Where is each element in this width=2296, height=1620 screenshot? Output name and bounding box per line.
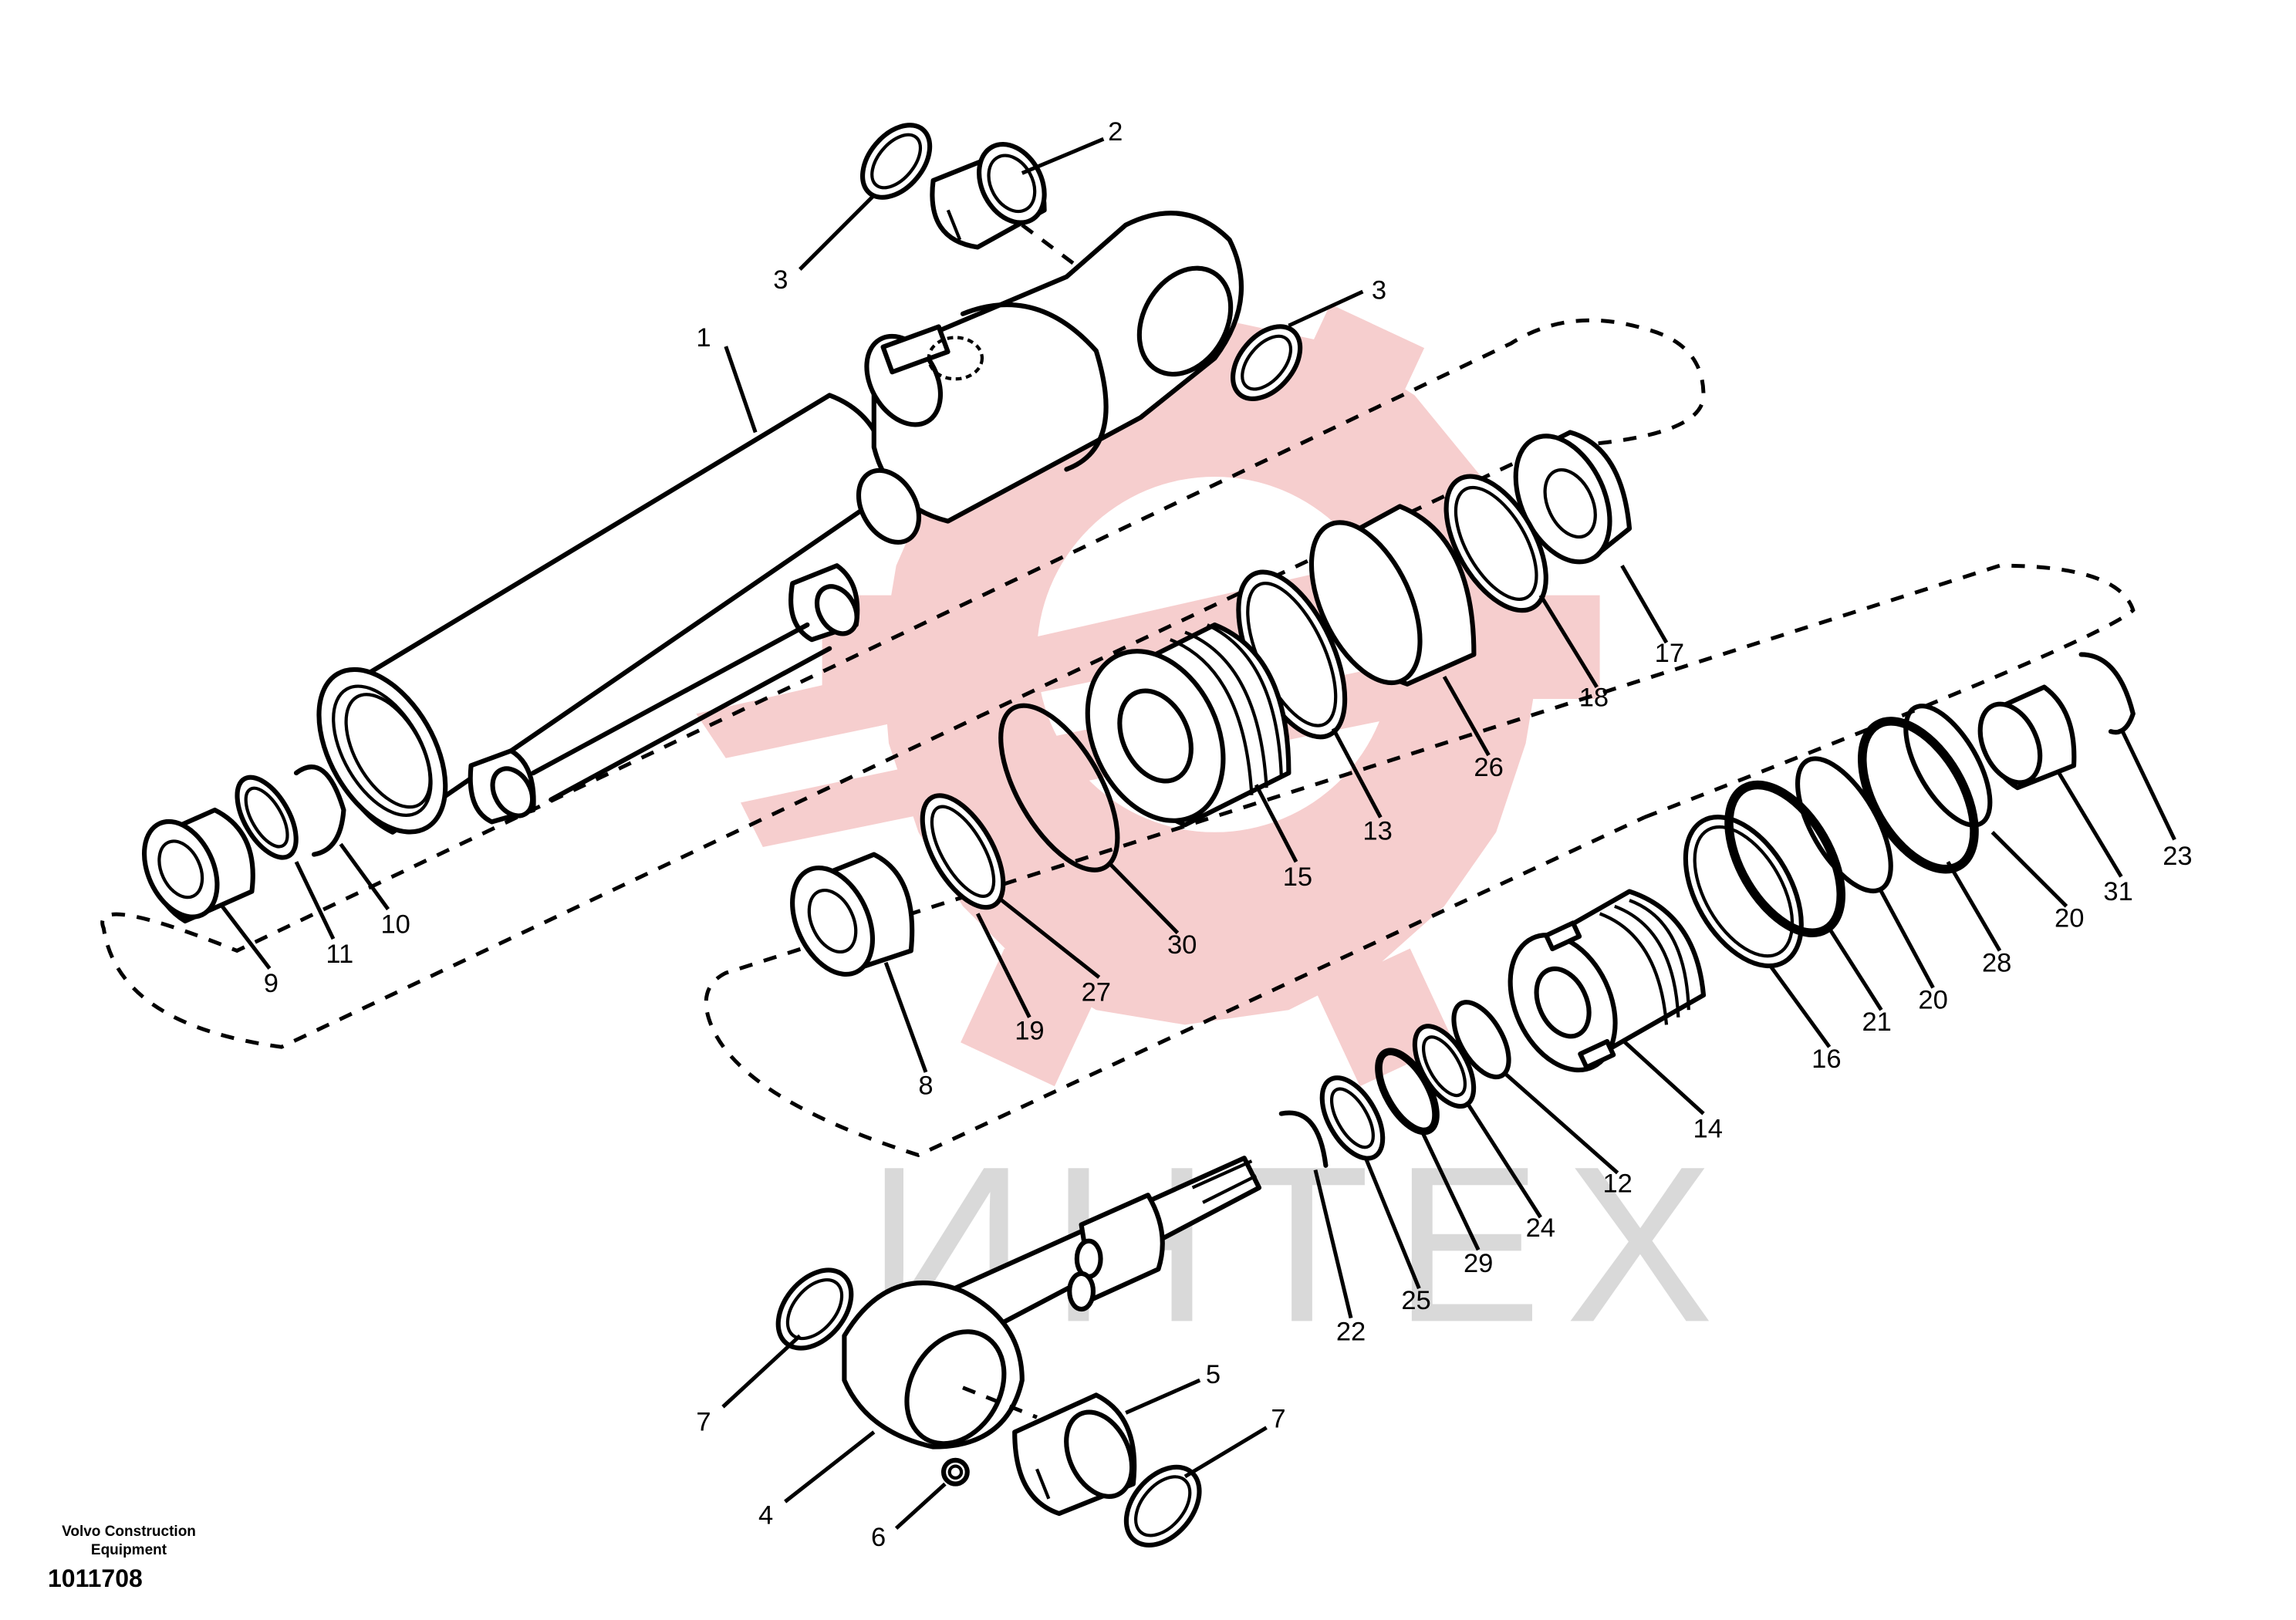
- callout-9: 9: [264, 969, 279, 998]
- callout-2: 2: [1108, 117, 1123, 147]
- part-14-cylinder-head: [1508, 889, 1707, 1073]
- leader-lines: [221, 137, 2176, 1531]
- part-30-o-ring: [998, 703, 1120, 872]
- part-8-bushing: [790, 852, 915, 977]
- part-5-bushing: [962, 1385, 1137, 1517]
- callout-21: 21: [1862, 1007, 1891, 1037]
- callout-20-a: 20: [1918, 985, 1947, 1014]
- part-4-piston-rod: [842, 1156, 1262, 1450]
- company-line-2: Equipment: [90, 1542, 167, 1558]
- part-1-cylinder-tube: [316, 211, 1244, 835]
- part-26-wear-ring: [1308, 504, 1477, 687]
- part-11-ring: [235, 775, 299, 860]
- part-6-grease-nipple: [940, 1457, 970, 1487]
- part-12-ring: [1451, 1000, 1511, 1080]
- seal-kit-outline-lower: [704, 563, 2136, 1158]
- callout-26: 26: [1474, 753, 1503, 782]
- part-23-snap-ring: [2078, 652, 2136, 735]
- part-9-bushing: [141, 807, 255, 924]
- callout-8: 8: [918, 1072, 933, 1101]
- part-20-ring-b: [1903, 704, 1993, 828]
- callout-17: 17: [1655, 639, 1684, 668]
- callout-6: 6: [871, 1523, 886, 1552]
- company-name: Volvo Construction Equipment: [48, 1523, 210, 1560]
- part-3-ring-left: [859, 123, 933, 200]
- callout-19: 19: [1015, 1017, 1044, 1046]
- callout-18: 18: [1579, 683, 1609, 713]
- part-10-snap-ring: [293, 764, 346, 857]
- part-22-snap-ring: [1278, 1110, 1329, 1168]
- part-31-bushing: [1977, 684, 2077, 791]
- company-line-1: Volvo Construction: [62, 1524, 196, 1540]
- part-2-bushing: [930, 141, 1083, 272]
- callout-29: 29: [1464, 1249, 1493, 1278]
- callout-7-left: 7: [696, 1407, 711, 1436]
- part-29-ring: [1375, 1048, 1440, 1136]
- part-28-ring: [1858, 717, 1979, 874]
- callout-1: 1: [696, 323, 711, 353]
- seal-kit-outline-upper: [100, 318, 1706, 1049]
- callout-12: 12: [1602, 1169, 1632, 1198]
- callout-27: 27: [1082, 978, 1111, 1007]
- part-27-ring: [920, 793, 1006, 910]
- callout-labels: 1 2 3 3 9 11 10 17 18 26 13 15 30 27 19 …: [264, 117, 2193, 1552]
- part-7-ring-left: [775, 1267, 854, 1351]
- callout-22: 22: [1336, 1317, 1366, 1346]
- part-21-ring: [1724, 780, 1845, 937]
- callout-3-left: 3: [773, 265, 788, 295]
- callout-13: 13: [1362, 816, 1392, 845]
- callout-15: 15: [1283, 862, 1312, 892]
- callout-28: 28: [1982, 948, 2011, 977]
- callout-11: 11: [326, 940, 353, 969]
- callout-4: 4: [758, 1500, 773, 1530]
- callout-23: 23: [2163, 842, 2192, 871]
- part-3-ring-right: [1230, 324, 1303, 402]
- callout-16: 16: [1811, 1045, 1841, 1074]
- part-17-nut: [1513, 430, 1633, 565]
- callout-20-b: 20: [2055, 904, 2084, 933]
- callout-5: 5: [1206, 1360, 1221, 1389]
- drawing-number: 1011708: [48, 1564, 143, 1592]
- part-15-piston: [1085, 622, 1292, 828]
- part-18-lock-ring: [1443, 474, 1548, 613]
- part-16-ring: [1683, 815, 1804, 969]
- callout-14: 14: [1693, 1114, 1723, 1143]
- callout-25: 25: [1401, 1286, 1430, 1315]
- callout-24: 24: [1526, 1213, 1555, 1243]
- callout-31: 31: [2103, 877, 2132, 906]
- callout-7-right: 7: [1271, 1405, 1285, 1434]
- callout-30: 30: [1167, 930, 1197, 960]
- callout-10: 10: [380, 910, 410, 939]
- callout-3-right: 3: [1372, 276, 1386, 305]
- part-25-wiper: [1319, 1075, 1386, 1161]
